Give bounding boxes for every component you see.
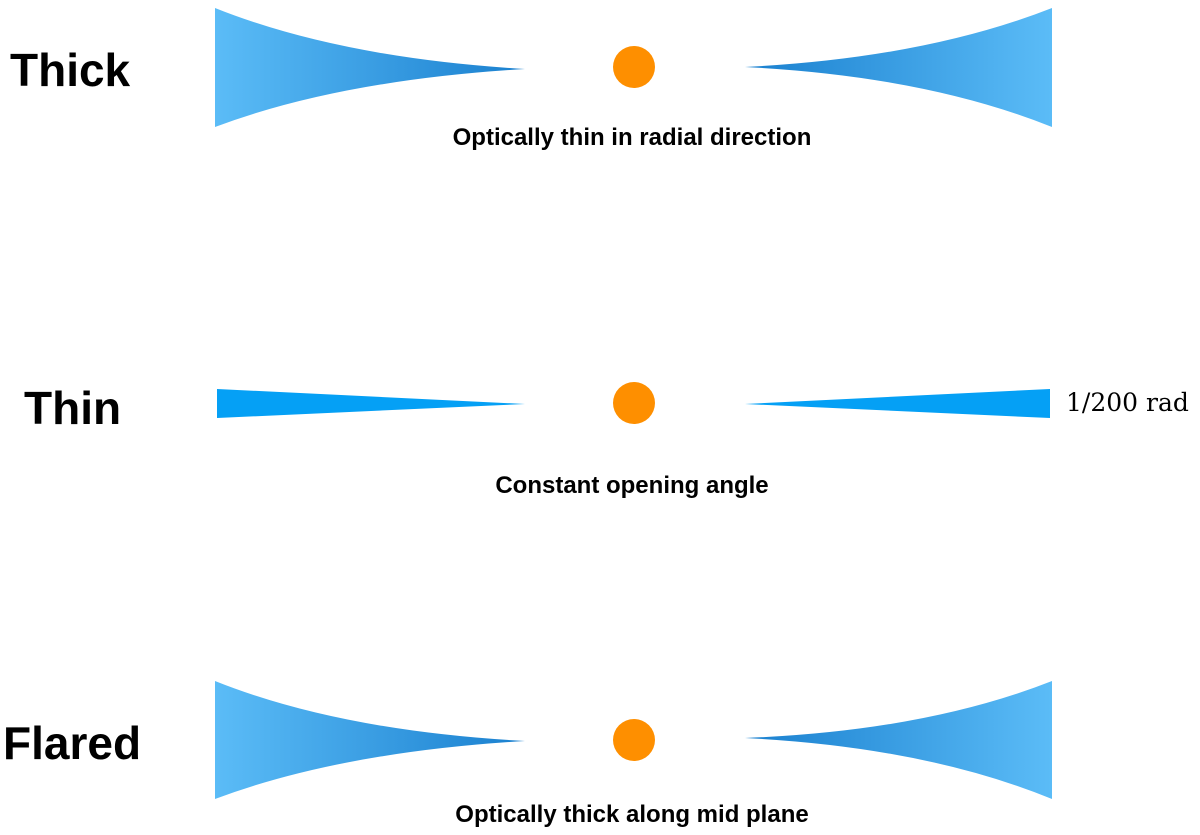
flared-star — [613, 719, 655, 761]
opening-angle-annotation: 1/200 rad — [1066, 388, 1189, 417]
thick-disk-left — [215, 8, 525, 127]
caption-flared: Optically thick along mid plane — [455, 801, 809, 828]
row-label-thick: Thick — [10, 44, 131, 96]
caption-thin: Constant opening angle — [495, 472, 769, 499]
caption-thick: Optically thin in radial direction — [452, 124, 812, 151]
flared-disk-right — [745, 681, 1052, 799]
thin-disk-left — [217, 389, 525, 418]
flared-disk-left — [215, 681, 525, 799]
thick-star — [613, 46, 655, 88]
thick-disk-right — [745, 8, 1052, 127]
row-label-thin: Thin — [24, 382, 122, 434]
thin-disk-right — [745, 389, 1050, 418]
thin-star — [613, 382, 655, 424]
row-label-flared: Flared — [3, 717, 142, 769]
